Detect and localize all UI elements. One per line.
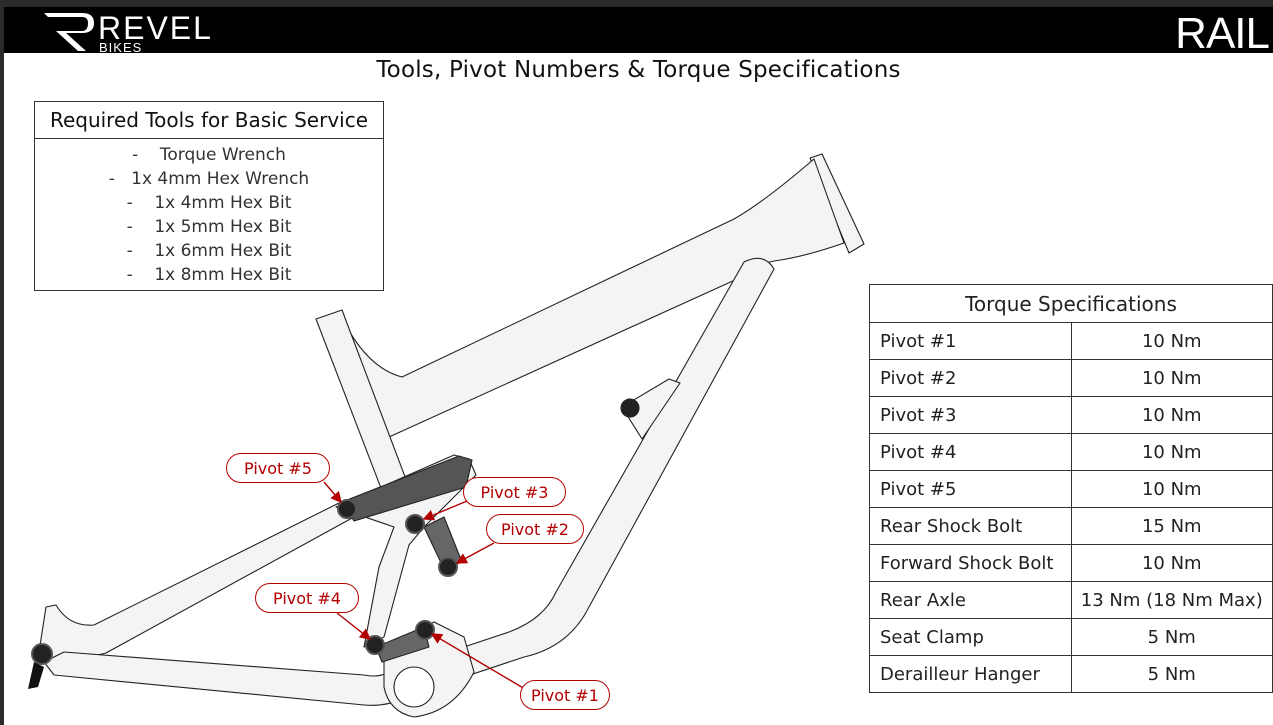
brand-wordmark: REVEL — [98, 10, 213, 46]
spec-label: Derailleur Hanger — [869, 655, 1072, 693]
rail-model-logo: RAIL — [1175, 10, 1270, 52]
tool-item: - 1x 4mm Hex Bit — [126, 193, 292, 213]
rear-axle — [31, 643, 53, 665]
spec-label: Rear Axle — [869, 581, 1072, 619]
spec-value: 10 Nm — [1070, 322, 1273, 360]
derailleur-hanger — [28, 662, 44, 689]
spec-value: 10 Nm — [1070, 470, 1273, 508]
tool-item: - 1x 5mm Hex Bit — [126, 217, 292, 237]
spec-label: Pivot #2 — [869, 359, 1072, 397]
spec-label: Seat Clamp — [869, 618, 1072, 656]
header-bar: REVEL BIKES RAIL — [4, 7, 1273, 53]
tool-item: - 1x 8mm Hex Bit — [126, 265, 292, 285]
pivot-1-bolt — [415, 620, 435, 640]
spec-value: 5 Nm — [1070, 618, 1273, 656]
torque-table-heading: Torque Specifications — [869, 284, 1273, 323]
spec-value: 10 Nm — [1070, 396, 1273, 434]
down-tube — [418, 257, 775, 688]
required-tools-box: Required Tools for Basic Service - Torqu… — [34, 101, 384, 291]
model-wordmark: RAIL — [1175, 10, 1269, 52]
spec-value: 10 Nm — [1070, 544, 1273, 582]
spec-label: Pivot #1 — [869, 322, 1072, 360]
callout-pivot-2: Pivot #2 — [486, 514, 584, 544]
spec-value: 13 Nm (18 Nm Max) — [1070, 581, 1273, 619]
tool-item: - Torque Wrench — [132, 145, 286, 165]
spec-label: Forward Shock Bolt — [869, 544, 1072, 582]
shock-mount — [621, 378, 681, 440]
pivot-5-bolt — [337, 499, 357, 519]
callout-pivot-3: Pivot #3 — [463, 477, 566, 507]
spec-value: 10 Nm — [1070, 359, 1273, 397]
spec-label: Pivot #4 — [869, 433, 1072, 471]
tool-item: - 1x 4mm Hex Wrench — [108, 169, 310, 189]
tools-heading: Required Tools for Basic Service — [35, 102, 383, 139]
chain-stay — [43, 646, 425, 706]
page-title: Tools, Pivot Numbers & Torque Specificat… — [376, 57, 901, 83]
revel-bikes-logo: REVEL BIKES — [44, 10, 213, 53]
bike-frame-illustration — [28, 153, 865, 718]
spec-value: 10 Nm — [1070, 433, 1273, 471]
seat-stay — [38, 502, 355, 668]
tools-list: - Torque Wrench - 1x 4mm Hex Wrench - 1x… — [35, 139, 383, 287]
spec-value: 5 Nm — [1070, 655, 1273, 693]
callout-pivot-5: Pivot #5 — [226, 453, 330, 483]
spec-value: 15 Nm — [1070, 507, 1273, 545]
pivot-2-bolt — [438, 557, 458, 577]
spec-label: Pivot #5 — [869, 470, 1072, 508]
spec-label: Pivot #3 — [869, 396, 1072, 434]
document-page: REVEL BIKES RAIL Tools, Pivot Numbers & … — [4, 7, 1273, 725]
rear-shock — [341, 455, 473, 522]
tool-item: - 1x 6mm Hex Bit — [126, 241, 292, 261]
top-tube — [321, 158, 845, 439]
pivot-3-bolt — [405, 514, 425, 534]
pivot-4-bolt — [365, 635, 385, 655]
callout-pivot-4: Pivot #4 — [255, 583, 359, 613]
spec-label: Rear Shock Bolt — [869, 507, 1072, 545]
callout-pivot-1: Pivot #1 — [520, 680, 610, 710]
brand-subtitle: BIKES — [99, 40, 142, 53]
